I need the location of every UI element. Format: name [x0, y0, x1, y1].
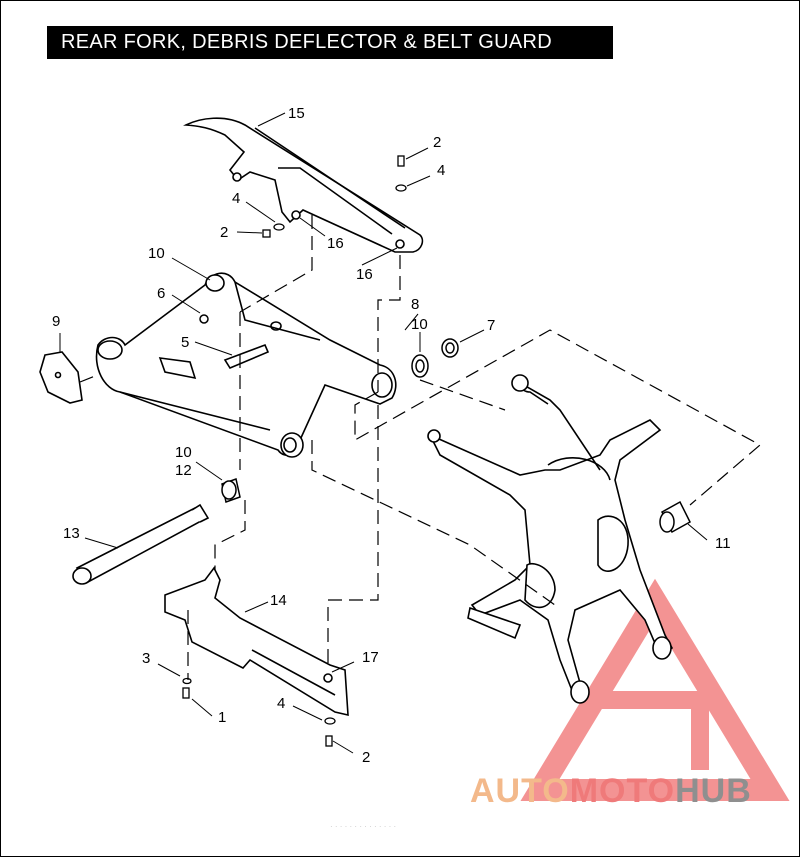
fasteners-upper	[262, 155, 407, 238]
callout-12: 12	[175, 462, 192, 479]
callout-9: 9	[52, 313, 60, 330]
watermark-text: AUTOMOTOHUB	[470, 772, 752, 811]
callout-15: 15	[288, 105, 305, 122]
bearings-and-spacers	[199, 314, 459, 378]
watermark-part-hub: HUB	[675, 772, 752, 810]
debris-deflector	[39, 351, 83, 404]
pivot-shaft	[72, 503, 210, 585]
callout-16-right: 16	[356, 266, 373, 283]
callout-4-low: 4	[277, 695, 285, 712]
callout-leader-lines	[59, 112, 708, 754]
callout-2-low: 2	[362, 749, 370, 766]
frame-bushing	[659, 500, 691, 534]
spacer	[221, 478, 241, 503]
callout-10-top: 10	[148, 245, 165, 262]
callout-8: 8	[411, 296, 419, 313]
lower-belt-guard	[164, 566, 349, 717]
callout-2-top: 2	[433, 134, 441, 151]
callout-4-top: 4	[437, 162, 445, 179]
callout-4-guard: 4	[232, 190, 240, 207]
callout-11: 11	[715, 535, 731, 552]
watermark-part-auto: AUTO	[470, 772, 570, 810]
callout-2-guard: 2	[220, 224, 228, 241]
callout-10-right: 10	[411, 316, 428, 333]
callout-7: 7	[487, 317, 495, 334]
callout-3: 3	[142, 650, 150, 667]
callout-5: 5	[181, 334, 189, 351]
motorcycle-frame-section	[427, 374, 674, 704]
callout-labels: 15 2 4 4 2 16 16 10 6 8 10 7 9 5 10 12 1…	[52, 105, 731, 766]
rear-fork	[95, 272, 397, 458]
belt-guard	[183, 117, 424, 253]
callout-1: 1	[218, 709, 226, 726]
callout-17: 17	[362, 649, 379, 666]
callout-16-left: 16	[327, 235, 344, 252]
callout-13: 13	[63, 525, 80, 542]
fine-print: · · · · · · · · · · · · · ·	[330, 822, 397, 831]
callout-10-low: 10	[175, 444, 192, 461]
watermark-logo-icon	[520, 578, 790, 801]
callout-6: 6	[157, 285, 165, 302]
fasteners-lower	[182, 677, 336, 747]
assembly-dash-lines	[79, 215, 762, 680]
callout-14: 14	[270, 592, 287, 609]
watermark-part-moto: MOTO	[569, 772, 676, 810]
diagram-title: REAR FORK, DEBRIS DEFLECTOR & BELT GUARD	[47, 26, 613, 59]
